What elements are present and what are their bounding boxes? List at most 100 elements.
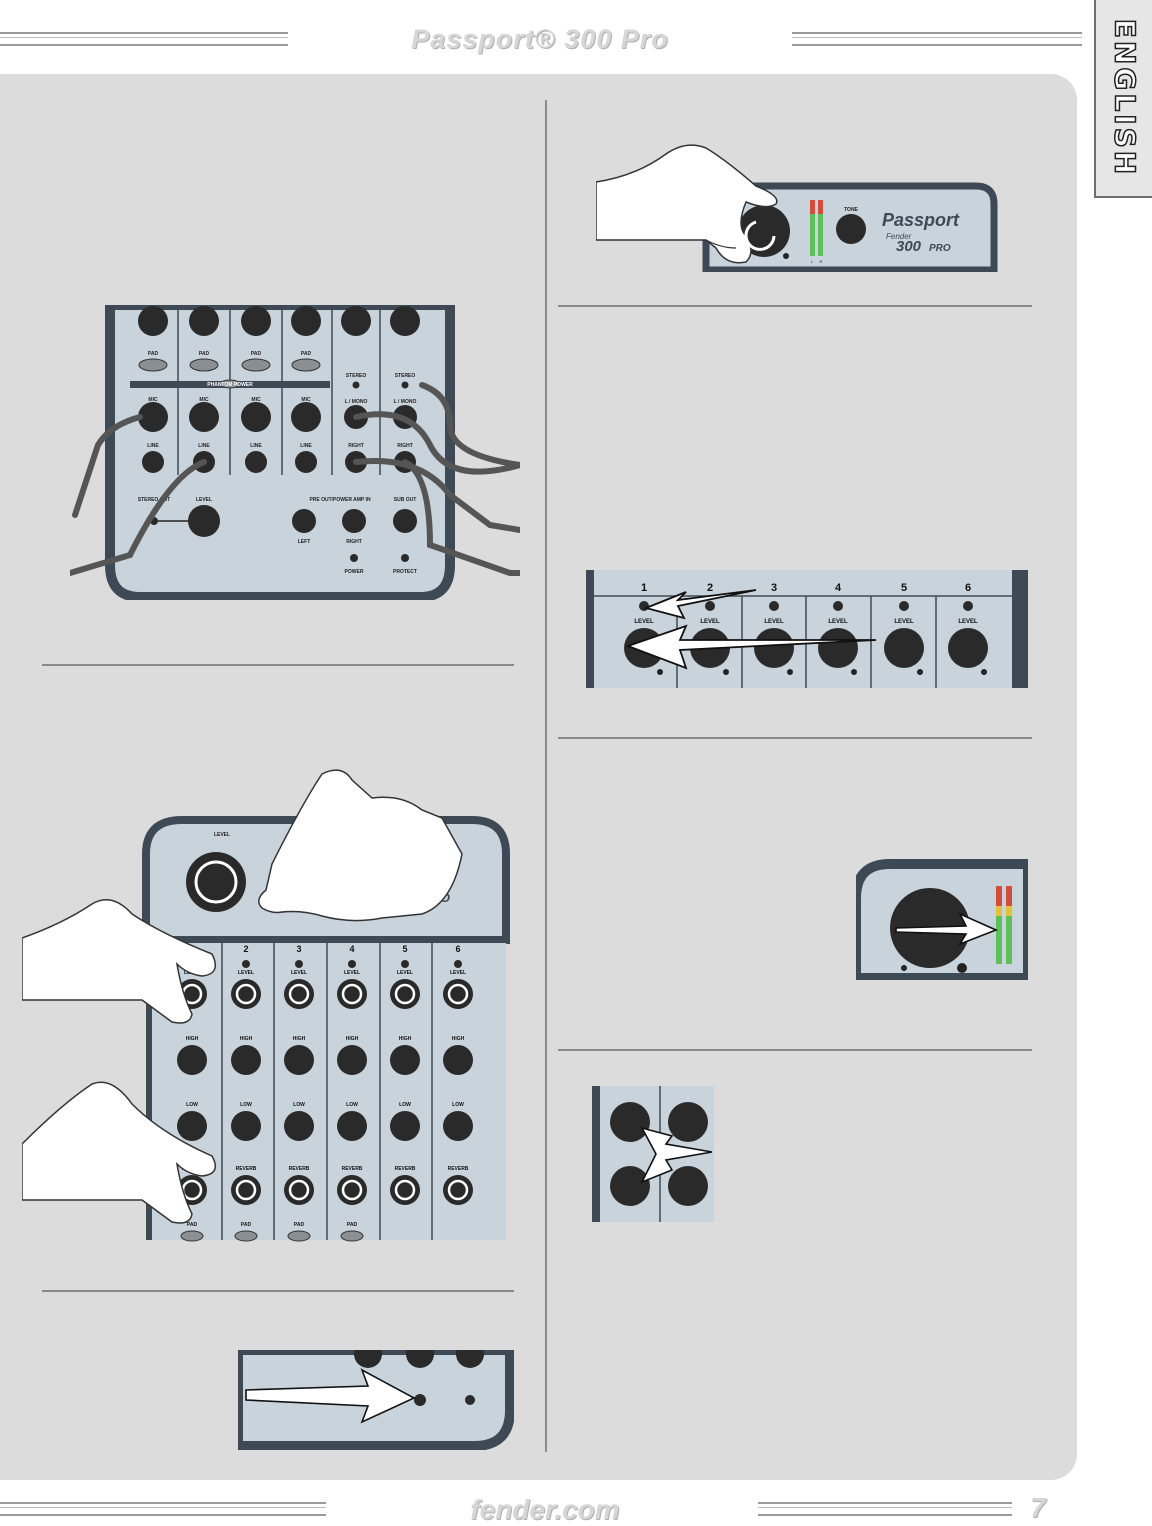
language-tab: ENGLISH — [1094, 0, 1152, 198]
rotate-arrow — [394, 983, 416, 1005]
low-label: LOW — [240, 1102, 252, 1108]
mic-label: MIC — [251, 397, 261, 403]
low-knob — [390, 1111, 420, 1141]
pad-label: PAD — [347, 1222, 358, 1228]
rotate-arrow — [341, 983, 363, 1005]
level-label: LEVEL — [828, 619, 848, 625]
low-knob — [443, 1111, 473, 1141]
low-label: LOW — [399, 1102, 411, 1108]
level-label: LEVEL — [634, 619, 654, 625]
high-knob — [231, 1045, 261, 1075]
channel-led — [963, 601, 973, 611]
rotate-arrow — [235, 1179, 257, 1201]
section-rule — [42, 1290, 514, 1292]
knob-dot — [787, 669, 793, 675]
level-knob — [948, 628, 988, 668]
left-label: LEFT — [298, 539, 311, 545]
meter-l-label: L — [811, 259, 814, 264]
pad-label: PAD — [199, 351, 210, 357]
reverb-label: REVERB — [289, 1166, 310, 1172]
high-label: HIGH — [240, 1036, 253, 1042]
language-tab-label: ENGLISH — [1108, 18, 1143, 178]
level-label: LEVEL — [894, 619, 914, 625]
channel-number: 4 — [835, 582, 842, 594]
mic-label: MIC — [199, 397, 209, 403]
level-label: LEVEL — [397, 970, 413, 976]
rotate-arrow — [394, 1179, 416, 1201]
high-knob — [284, 1045, 314, 1075]
pad-label: PAD — [241, 1222, 252, 1228]
level-label: LEVEL — [764, 619, 784, 625]
reverb-label: REVERB — [342, 1166, 363, 1172]
column-divider — [545, 100, 547, 1452]
knob-dot — [917, 669, 923, 675]
low-knob — [231, 1111, 261, 1141]
protect-label: PROTECT — [393, 569, 417, 575]
reverb-knob — [443, 1175, 473, 1205]
reverb-label: REVERB — [236, 1166, 257, 1172]
power-led-illustration — [238, 1350, 514, 1450]
reverb-label: REVERB — [448, 1166, 469, 1172]
reverb-knob — [284, 1175, 314, 1205]
pad-label: PAD — [187, 1222, 198, 1228]
high-label: HIGH — [186, 1036, 199, 1042]
knob-dot — [723, 669, 729, 675]
fender-signature: Fender — [886, 232, 912, 241]
level-knob — [884, 628, 924, 668]
high-knob — [443, 1045, 473, 1075]
l-mono-label: L / MONO — [394, 399, 417, 405]
reverb-knob — [231, 1175, 261, 1205]
line-label: LINE — [250, 443, 262, 449]
meter-r-label: R — [820, 259, 823, 264]
model-suffix: PRO — [929, 243, 951, 254]
stereo-label: STEREO — [346, 373, 367, 379]
line-label: LINE — [147, 443, 159, 449]
stereo-out-label: STEREO OUT — [138, 497, 171, 503]
level-knob — [231, 979, 261, 1009]
page-header-title: Passport® 300 Pro — [411, 24, 669, 54]
low-knob — [337, 1111, 367, 1141]
channel-number: 5 — [901, 582, 907, 594]
channel-number: 6 — [455, 944, 460, 954]
knob-pair-illustration — [592, 1086, 714, 1222]
rotate-arrow — [235, 983, 257, 1005]
footer-rule-right — [758, 1502, 1012, 1516]
mic-label: MIC — [301, 397, 311, 403]
pad-button — [287, 1230, 311, 1242]
top-panel-knob-illustration: L R TONE Passport Fender 300 PRO — [596, 144, 998, 272]
stereo-label: STEREO — [395, 373, 416, 379]
power-label: POWER — [345, 569, 364, 575]
channel-led — [639, 601, 649, 611]
channel-number: 3 — [771, 582, 777, 594]
rotate-arrow — [447, 1179, 469, 1201]
high-knob — [390, 1045, 420, 1075]
brand-logo: Passport — [882, 210, 960, 230]
pad-button — [234, 1230, 258, 1242]
low-label: LOW — [346, 1102, 358, 1108]
section-rule — [42, 664, 514, 666]
level-label: LEVEL — [238, 970, 254, 976]
channel-led — [833, 601, 843, 611]
reverb-knob — [390, 1175, 420, 1205]
high-label: HIGH — [346, 1036, 359, 1042]
section-rule — [558, 1049, 1032, 1051]
rotate-arrow — [447, 983, 469, 1005]
channel-led — [348, 960, 356, 968]
high-knob — [177, 1045, 207, 1075]
level-knob — [337, 979, 367, 1009]
section-rule — [558, 305, 1032, 307]
channel-led — [454, 960, 462, 968]
level-label: LEVEL — [291, 970, 307, 976]
rotate-arrow — [341, 1179, 363, 1201]
model-number: 300 — [896, 238, 922, 255]
line-label: LINE — [300, 443, 312, 449]
channel-number: 5 — [402, 944, 407, 954]
level-knob — [284, 979, 314, 1009]
low-knob — [177, 1111, 207, 1141]
low-label: LOW — [293, 1102, 305, 1108]
channel-number: 2 — [707, 582, 713, 594]
tone-label: TONE — [844, 207, 858, 213]
high-label: HIGH — [293, 1036, 306, 1042]
low-knob — [284, 1111, 314, 1141]
level-label: LEVEL — [344, 970, 360, 976]
